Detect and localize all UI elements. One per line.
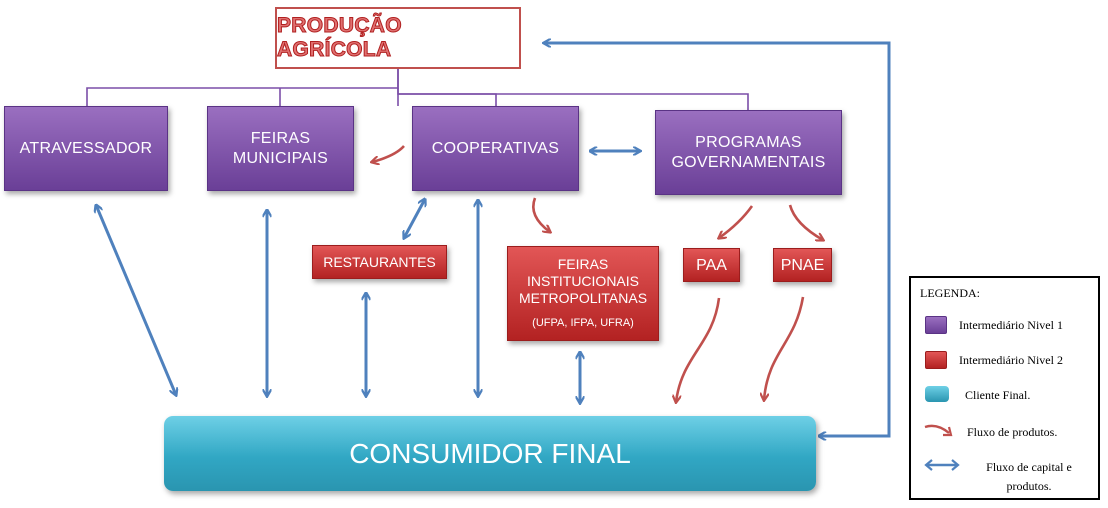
product-flow-arrow xyxy=(719,205,754,238)
pnae-box: PNAE xyxy=(773,248,832,282)
capital-flow-arrow-icon xyxy=(924,459,960,471)
cooperativas-label: COOPERATIVAS xyxy=(431,139,560,157)
purple-swatch-icon xyxy=(925,316,947,334)
feiras-institucionais-sublabel: (UFPA, IFPA, UFRA) xyxy=(532,316,634,329)
legend-label: Fluxo de capital e produtos. xyxy=(986,460,1072,493)
programas-governamentais-box: PROGRAMAS GOVERNAMENTAIS xyxy=(655,110,842,195)
feiras-institucionais-box: FEIRAS INSTITUCIONAIS METROPOLITANAS (UF… xyxy=(507,246,659,341)
feiras-municipais-box: FEIRAS MUNICIPAIS xyxy=(207,106,354,191)
product-flow-arrow xyxy=(788,204,823,240)
consumidor-final-box: CONSUMIDOR FINAL xyxy=(164,416,816,491)
capital-flow-arrow xyxy=(404,199,425,238)
paa-box: PAA xyxy=(683,248,740,282)
product-flow-arrow xyxy=(532,197,550,232)
programas-governamentais-label: PROGRAMAS GOVERNAMENTAIS xyxy=(671,133,826,171)
legend-title: LEGENDA: xyxy=(920,286,980,300)
producao-agricola-label: PRODUÇÃO AGRÍCOLA xyxy=(277,14,403,62)
cooperativas-box: COOPERATIVAS xyxy=(412,106,579,191)
consumidor-final-label: CONSUMIDOR FINAL xyxy=(349,437,631,469)
product-flow-arrow xyxy=(676,297,721,402)
restaurantes-label: RESTAURANTES xyxy=(323,253,436,270)
product-flow-arrow-icon xyxy=(924,424,953,437)
legend-label: Intermediário Nivel 2 xyxy=(959,353,1063,367)
atravessador-label: ATRAVESSADOR xyxy=(19,139,153,157)
pnae-label: PNAE xyxy=(780,256,825,274)
atravessador-box: ATRAVESSADOR xyxy=(4,106,168,191)
legend-label: Cliente Final. xyxy=(965,388,1031,402)
feiras-municipais-label: FEIRAS MUNICIPAIS xyxy=(232,129,329,167)
teal-swatch-icon xyxy=(925,386,949,402)
product-flow-arrow xyxy=(372,145,405,162)
restaurantes-box: RESTAURANTES xyxy=(312,245,447,279)
capital-flow-arrow xyxy=(96,205,176,395)
legend-label: Intermediário Nivel 1 xyxy=(959,318,1063,332)
tree-connectors xyxy=(86,69,749,110)
paa-label: PAA xyxy=(696,256,727,274)
producao-agricola-box: PRODUÇÃO AGRÍCOLA xyxy=(275,7,521,69)
red-swatch-icon xyxy=(925,351,947,369)
legend: LEGENDA: Intermediário Nivel 1 Intermedi… xyxy=(909,276,1100,500)
capital-flow-return-arrow xyxy=(544,43,891,436)
product-flow-arrow xyxy=(764,296,805,400)
feiras-institucionais-label: FEIRAS INSTITUCIONAIS METROPOLITANAS xyxy=(518,255,648,306)
legend-label: Fluxo de produtos. xyxy=(967,425,1058,439)
